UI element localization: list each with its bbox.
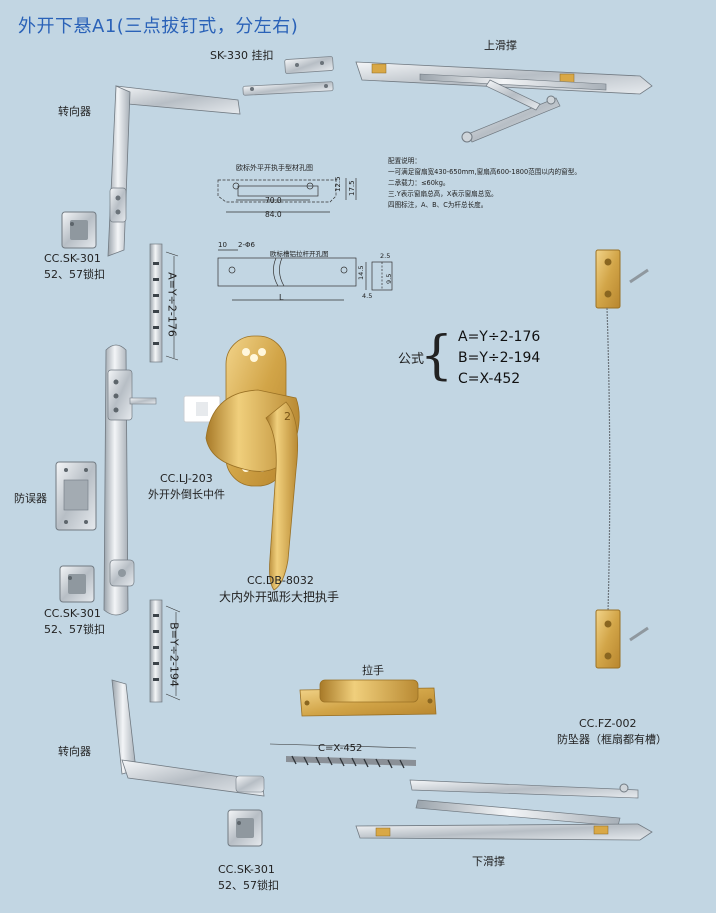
dim-l: L [279, 293, 284, 302]
dim-12-5: 12.5 [334, 176, 342, 192]
handle-hole-drawing [217, 178, 357, 213]
lj203-code: CC.LJ-203 [160, 472, 213, 485]
formula-lines: A=Y÷2-176 B=Y÷2-194 C=X-452 [458, 327, 540, 390]
dim-holes: 2-Φ6 [238, 241, 255, 249]
sk330-catch [242, 56, 334, 96]
drawing-bot-title: 欧标槽铝拉杆开孔图 [270, 250, 329, 258]
anti-misuse-device [55, 461, 97, 531]
sk301-bot-label: CC.SK-301 52、57锁扣 [218, 862, 279, 894]
sk301-bot-code: CC.SK-301 [218, 863, 275, 876]
bottom-lock-keeper [227, 809, 263, 847]
fz002-desc: 防坠器（框扇都有槽） [557, 733, 667, 746]
handle-label: CC.DB-8032 大内外开弧形大把执手 [219, 573, 339, 605]
top-corner-drive [107, 85, 241, 257]
middle-lock-keeper [59, 565, 95, 603]
lj203-desc: 外开外倒长中件 [148, 488, 225, 501]
dim-17-5: 17.5 [348, 180, 356, 196]
rod-b [149, 599, 181, 703]
top-corner-label: 转向器 [58, 105, 91, 118]
dim-14-5: 14.5 [357, 265, 365, 280]
dim-84: 84.0 [265, 210, 282, 219]
formula-a: A=Y÷2-176 [458, 329, 541, 345]
dim-10: 10 [218, 241, 227, 249]
bottom-corner-drive [111, 679, 265, 797]
handle-spindle [183, 395, 221, 423]
sk301-mid-label: CC.SK-301 52、57锁扣 [44, 606, 105, 638]
dim-b: B=Y÷2-194 [167, 622, 181, 687]
drawing-top-title: 欧标外平开执手型材孔图 [236, 164, 313, 172]
upper-stay-label: 上滑撑 [484, 39, 517, 52]
sk330-label: SK-330 挂扣 [210, 49, 274, 62]
top-lock-keeper [61, 211, 97, 249]
dim-70: 70.0 [265, 196, 282, 205]
sk301-top-label: CC.SK-301 52、57锁扣 [44, 251, 105, 283]
page-title: 外开下悬A1(三点拔钉式，分左右) [18, 16, 299, 37]
rod-hole-drawing [217, 249, 393, 301]
sk301-bot-desc: 52、57锁扣 [218, 879, 279, 892]
sk301-mid-desc: 52、57锁扣 [44, 623, 105, 636]
sk301-mid-code: CC.SK-301 [44, 607, 101, 620]
dim-9-5: 9.5 [385, 273, 393, 284]
formula-c: C=X-452 [458, 371, 521, 387]
handle-code: CC.DB-8032 [247, 574, 314, 587]
config-line-3: 三.Y表示窗扇总高，X表示窗扇总宽。 [388, 190, 498, 198]
config-title: 配置说明： [388, 157, 421, 165]
bottom-corner-label: 转向器 [58, 745, 91, 758]
pull-label: 拉手 [362, 664, 384, 677]
fall-arrester [595, 249, 649, 669]
sk301-top-code: CC.SK-301 [44, 252, 101, 265]
lower-friction-stay [355, 779, 653, 841]
handle-desc: 大内外开弧形大把执手 [219, 590, 340, 604]
pull-handle [299, 679, 437, 717]
config-line-4: 四图标注，A、B、C为杆总长度。 [388, 201, 488, 209]
sk301-top-desc: 52、57锁扣 [44, 268, 105, 281]
formula-b: B=Y÷2-194 [458, 350, 541, 366]
anti-misuse-label: 防误器 [14, 492, 47, 505]
dim-4-5: 4.5 [362, 292, 373, 300]
fz002-label: CC.FZ-002 防坠器（框扇都有槽） [557, 716, 667, 748]
config-line-2: 二承载力：≤60kg。 [388, 179, 450, 187]
dim-2-5: 2.5 [380, 252, 391, 260]
fz002-code: CC.FZ-002 [579, 717, 637, 730]
upper-friction-stay [355, 61, 653, 143]
config-notes: 配置说明： 一可满足窗扇宽430-650mm,窗扇高600-1800范围以内的窗… [388, 156, 581, 211]
svg-text:2: 2 [284, 410, 291, 423]
dim-a: A=Y÷2-176 [165, 272, 179, 337]
lower-stay-label: 下滑撑 [472, 855, 505, 868]
rod-c [269, 743, 417, 769]
formula-brace: { [420, 326, 454, 386]
handle: 2 [205, 335, 300, 591]
lj203-label: CC.LJ-203 外开外倒长中件 [148, 471, 225, 503]
rod-a [149, 243, 179, 363]
dim-c: C=X-452 [318, 743, 363, 754]
config-line-1: 一可满足窗扇宽430-650mm,窗扇高600-1800范围以内的窗型。 [388, 168, 581, 176]
middle-gear-rod [103, 344, 157, 616]
formula-label: 公式 [398, 352, 425, 367]
